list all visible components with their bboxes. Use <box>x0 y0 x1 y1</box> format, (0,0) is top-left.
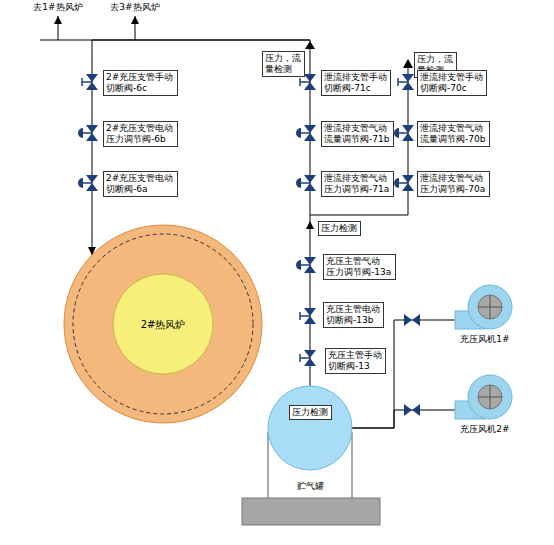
fan-housing <box>468 285 512 329</box>
manual-valve <box>398 74 414 90</box>
pipe-connector <box>352 410 455 428</box>
valve-label-box: 泄流排支管手动 切断阀-71c <box>321 70 391 96</box>
valve-label: 泄流排支管气动 流量调节阀-70b <box>420 123 487 145</box>
valve-label: 泄流排支管手动 切断阀-70c <box>420 72 484 94</box>
actuated-valve <box>296 257 316 273</box>
vent-branch-pipe <box>310 60 408 215</box>
manual-valve <box>82 74 98 90</box>
destination-label: 去1#热风炉 <box>33 2 82 13</box>
valve-label: 压力，流 量检测 <box>265 53 302 75</box>
node-text: 充压风机2# <box>460 424 509 435</box>
valve-label-box: 充压主管气动 压力调节阀-13a <box>323 254 396 280</box>
tank-outline <box>266 384 354 494</box>
valve-label: 泄流排支管气动 流量调节阀-71b <box>324 123 391 145</box>
stove-core <box>113 274 213 374</box>
hot-blast-stove: 2#热风炉 <box>63 224 263 424</box>
tank-body <box>268 386 352 470</box>
manual-valve <box>300 308 316 324</box>
valve-label-box: 压力检测 <box>289 405 332 420</box>
fan-housing <box>468 375 512 419</box>
valve-label-box: 泄流排支管气动 压力调节阀-71a <box>321 171 394 197</box>
air-storage-tank: 贮气罐压力检测 <box>266 384 354 494</box>
actuated-valve <box>394 175 414 191</box>
valve-label: 泄流排支管气动 压力调节阀-71a <box>324 173 391 195</box>
valve-label-box: 2#充压支管电动 切断阀-6a <box>103 171 178 197</box>
valve-label: 泄流排支管手动 切断阀-71c <box>324 72 388 94</box>
stove-shell <box>64 225 262 423</box>
tank-leg <box>352 432 353 498</box>
stove-lining <box>73 234 253 414</box>
valve-label-box: 压力，流 量检测 <box>262 51 305 77</box>
fan-icon <box>452 283 518 331</box>
valve-label: 2#充压支管电动 切断阀-6a <box>106 173 175 195</box>
valve-label-box: 2#充压支管电动 压力调节阀-6b <box>103 121 178 147</box>
fan-valve <box>404 314 420 326</box>
valve-label: 充压主管手动 切断阀-13 <box>328 350 383 372</box>
node-text: 贮气罐 <box>297 481 324 492</box>
fan-impeller <box>478 295 502 319</box>
valve-label: 2#充压支管手动 切断阀-6c <box>106 72 175 94</box>
header-pipe <box>40 40 310 41</box>
node-text: 2#热风炉 <box>141 319 186 330</box>
valve-label-box: 压力检测 <box>318 221 361 236</box>
valve-label: 压力检测 <box>292 407 329 418</box>
valve-label: 泄流排支管气动 压力调节阀-70a <box>420 173 487 195</box>
valve-label-box: 2#充压支管手动 切断阀-6c <box>103 70 178 96</box>
valve-label-box: 充压主管电动 切断阀-13b <box>323 302 384 328</box>
valve-label-box: 泄流排支管气动 流量调节阀-70b <box>417 121 490 147</box>
tank-base <box>242 498 380 525</box>
valve-label: 充压主管电动 切断阀-13b <box>326 304 381 326</box>
fan-impeller <box>478 385 502 409</box>
valve-label-box: 泄流排支管手动 切断阀-70c <box>417 70 487 96</box>
flow-arrow <box>306 221 314 229</box>
fan-blade <box>490 295 491 319</box>
valve-label-box: 泄流排支管气动 压力调节阀-70a <box>417 171 490 197</box>
flow-arrow <box>403 59 413 68</box>
booster-fan: 充压风机2# <box>452 373 518 435</box>
valve-label: 充压主管气动 压力调节阀-13a <box>326 256 393 278</box>
valve-label-box: 充压主管手动 切断阀-13 <box>325 348 386 374</box>
actuated-valve <box>78 125 98 141</box>
valve-label: 压力检测 <box>321 223 358 234</box>
fan-blade <box>490 385 491 409</box>
valve-label-box: 泄流排支管气动 流量调节阀-71b <box>321 121 394 147</box>
actuated-valve <box>296 125 316 141</box>
actuated-valve <box>394 125 414 141</box>
pipe-connector <box>92 40 310 386</box>
manual-valve <box>300 350 316 366</box>
booster-fan: 充压风机1# <box>452 283 518 345</box>
actuated-valve <box>296 175 316 191</box>
pipe-connector <box>352 320 455 428</box>
destination-label: 去3#热风炉 <box>110 2 159 13</box>
outlet-pipe <box>135 16 136 40</box>
fan-valve <box>404 404 420 416</box>
outlet-pipe <box>58 16 59 40</box>
valve-label: 2#充压支管电动 压力调节阀-6b <box>106 123 175 145</box>
actuated-valve <box>78 175 98 191</box>
flow-arrow <box>305 41 315 49</box>
tank-leg <box>268 432 269 498</box>
fan-icon <box>452 373 518 421</box>
node-text: 充压风机1# <box>460 334 509 345</box>
